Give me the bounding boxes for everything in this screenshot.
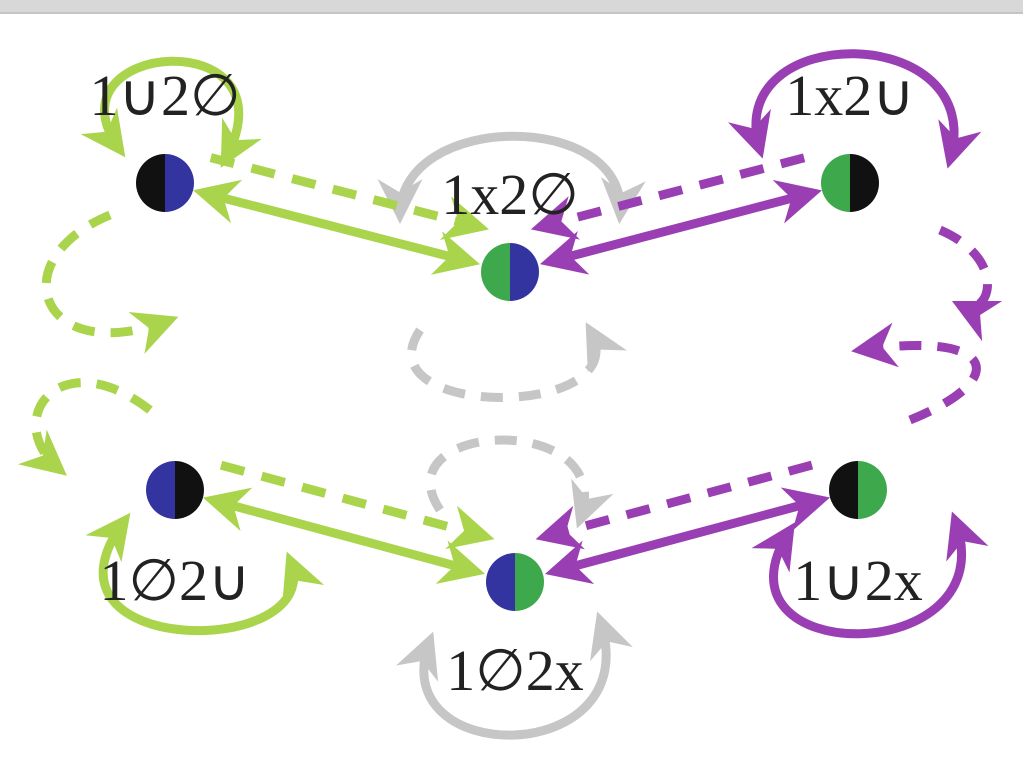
node-label-B: 1x2∅ <box>441 162 579 227</box>
self-loop-solid-A <box>80 56 262 168</box>
node-left-half <box>486 553 515 611</box>
node-right-half <box>850 154 879 212</box>
self-loop-solid-C <box>727 49 982 169</box>
node-left-half <box>829 461 858 519</box>
node-left-half <box>481 243 510 301</box>
node-left-half <box>136 154 165 212</box>
self-loop-dashed-F <box>851 322 981 425</box>
self-loop-dashed-E <box>426 435 614 529</box>
node-A[interactable] <box>136 154 194 212</box>
self-loop-dashed-D <box>17 378 153 476</box>
self-loop-solid-B <box>377 131 646 224</box>
edge-dashed-A-B <box>209 153 489 240</box>
node-label-F: 1∪2x <box>793 548 922 613</box>
edge-dashed-F-E <box>535 460 814 550</box>
node-right-half <box>175 461 204 519</box>
node-right-half <box>515 553 544 611</box>
edge-solid-C-B <box>539 179 822 275</box>
self-loop-dashed-C <box>938 225 1003 342</box>
node-right-half <box>858 461 887 519</box>
edge-solid-D-E <box>202 487 486 584</box>
self-loop-solid-D <box>85 512 325 636</box>
edge-solid-A-B <box>193 179 480 275</box>
node-left-half <box>821 154 850 212</box>
edge-dashed-C-B <box>530 153 806 240</box>
node-E[interactable] <box>486 553 544 611</box>
node-label-D: 1∅2∪ <box>100 548 251 613</box>
node-B[interactable] <box>481 243 539 301</box>
node-right-half <box>165 154 194 212</box>
node-label-C: 1x2∪ <box>785 63 914 128</box>
node-right-half <box>510 243 539 301</box>
node-C[interactable] <box>821 154 879 212</box>
node-D[interactable] <box>146 461 204 519</box>
self-loop-solid-E <box>396 611 633 740</box>
top-border <box>0 0 1023 14</box>
self-loop-dashed-B <box>407 322 628 402</box>
node-left-half <box>146 461 175 519</box>
node-label-E: 1∅2x <box>446 638 584 703</box>
node-F[interactable] <box>829 461 887 519</box>
edge-solid-F-E <box>544 487 830 585</box>
edge-dashed-D-E <box>219 460 495 550</box>
self-loop-dashed-A <box>41 210 179 354</box>
node-label-A: 1∪2∅ <box>90 63 241 128</box>
